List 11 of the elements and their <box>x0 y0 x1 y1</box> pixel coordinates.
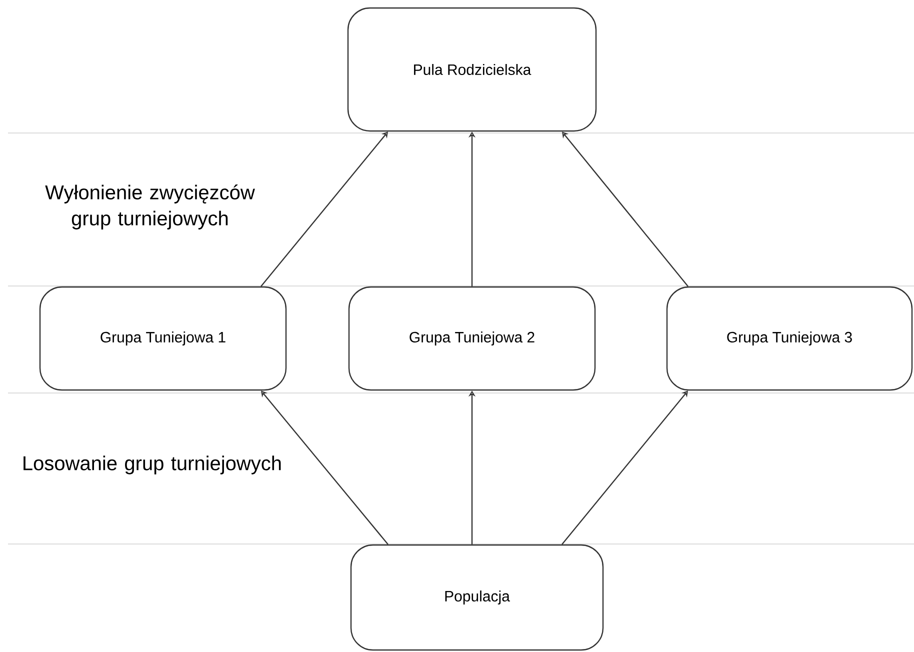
arrow <box>260 132 388 287</box>
process-box: Grupa Tuniejowa 2 <box>348 286 596 391</box>
process-box: Populacja <box>350 544 604 651</box>
stage-label: Wyłonienie zwycięzców grup turniejowych <box>45 184 255 230</box>
arrow <box>562 390 688 545</box>
process-box: Grupa Tuniejowa 1 <box>39 286 287 391</box>
arrow <box>562 132 688 287</box>
process-box: Pula Rodzicielska <box>347 7 597 132</box>
process-box: Grupa Tuniejowa 3 <box>666 286 913 391</box>
stage-label: Losowanie grup turniejowych <box>24 456 281 474</box>
arrow <box>261 390 388 545</box>
